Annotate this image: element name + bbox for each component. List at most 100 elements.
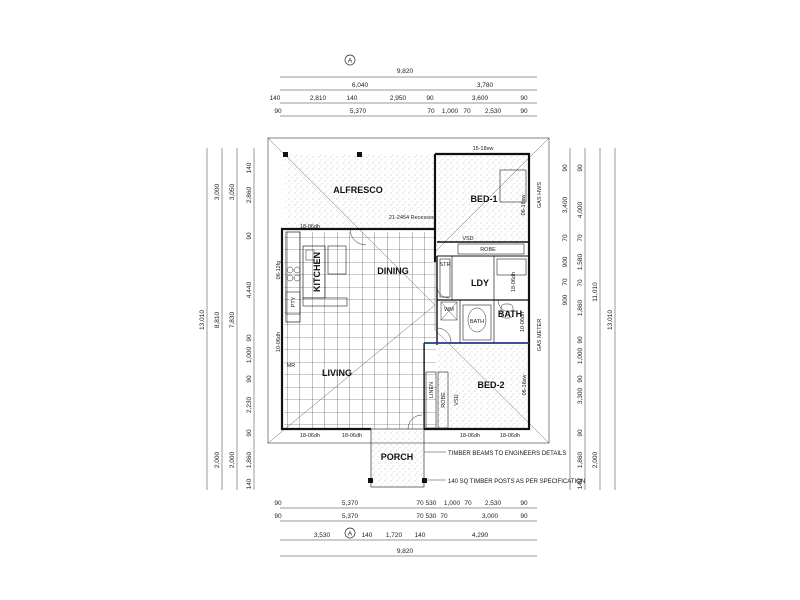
window-bath: 10-06dh [520,312,526,332]
notes: TIMBER BEAMS TO ENGINEERS DETAILS 140 SQ… [424,451,585,485]
svg-text:3,780: 3,780 [477,82,494,89]
bed2-floor [437,343,529,429]
window-kitchen-side: 06-12fg [276,261,282,280]
room-label-alfresco: ALFRESCO [333,185,383,195]
window-kitchen-top: 18-06dh [300,224,320,230]
window-living-side: 10-06dh [276,332,282,352]
svg-text:70: 70 [577,234,584,242]
svg-text:8,810: 8,810 [214,311,221,328]
porch-structure [283,152,427,488]
svg-text:3,300: 3,300 [577,387,584,404]
label-gas-hws: GAS HWS [537,182,543,208]
svg-text:3,000: 3,000 [482,513,499,520]
note-timber-posts: 140 SQ TIMBER POSTS AS PER SPECIFICATION [448,479,585,485]
room-label-bed1: BED-1 [470,194,497,204]
svg-text:90: 90 [520,513,528,520]
label-linen: LINEN [429,382,435,398]
svg-text:2,000: 2,000 [229,451,236,468]
svg-text:140: 140 [415,532,426,539]
svg-text:90: 90 [274,108,282,115]
svg-text:70: 70 [562,278,569,286]
svg-text:6,040: 6,040 [352,82,369,89]
left-dimensions: 13,010 3,000 8,810 2,000 3,050 7,830 2,0… [199,148,255,490]
window-bed1-side: 06-18sw [521,195,527,216]
window-bed2-bottom: 18-06dh [460,433,480,439]
svg-text:3,050: 3,050 [229,183,236,200]
svg-text:2,810: 2,810 [310,95,327,102]
svg-text:1,580: 1,580 [577,253,584,270]
svg-text:7,830: 7,830 [229,311,236,328]
window-ldy: 18-06dh [511,272,517,292]
label-wm: WM [444,307,454,313]
svg-text:90: 90 [577,429,584,437]
svg-text:70: 70 [562,234,569,242]
timber-post-right [422,478,427,483]
label-tub: BATH [470,319,484,325]
svg-text:140: 140 [362,532,373,539]
svg-text:140: 140 [347,95,358,102]
svg-text:2,530: 2,530 [485,500,502,507]
svg-text:70: 70 [416,513,424,520]
room-label-porch: PORCH [381,452,414,462]
bottom-dimensions: 90 5,370 70 530 1,000 70 2,530 90 90 5,3… [274,500,537,557]
svg-text:4,440: 4,440 [246,281,253,298]
svg-text:90: 90 [274,513,282,520]
svg-text:5,370: 5,370 [350,108,367,115]
svg-text:70: 70 [427,108,435,115]
label-vsd-top: VSD [462,236,473,242]
svg-text:70: 70 [577,279,584,287]
door-swings [349,228,511,430]
tiled-floor [284,232,436,429]
svg-text:11,010: 11,010 [592,282,599,302]
svg-text:140: 140 [577,478,584,489]
svg-text:90: 90 [577,375,584,383]
porch-floor [371,431,424,487]
label-robe-bed2: ROBE [441,392,447,408]
svg-text:3,530: 3,530 [314,532,331,539]
svg-text:70: 70 [464,500,472,507]
right-dimensions: 90 3,400 70 900 70 900 90 4,000 70 1,580… [562,148,616,490]
grid-marker-bottom: A [344,527,356,539]
room-label-bed2: BED-2 [477,380,504,390]
label-pty: PTY [291,296,297,307]
svg-text:70: 70 [463,108,471,115]
timber-post-left [368,478,373,483]
svg-text:4,290: 4,290 [472,532,489,539]
alfresco-floor [285,154,435,229]
svg-text:90: 90 [520,95,528,102]
svg-text:1,860: 1,860 [577,451,584,468]
room-label-bath: BATH [498,309,522,319]
window-bed1-top: 15-18sw [473,146,494,152]
svg-text:1,860: 1,860 [577,299,584,316]
svg-text:90: 90 [246,429,253,437]
svg-text:1,000: 1,000 [442,108,459,115]
room-label-kitchen: KITCHEN [312,252,322,292]
window-slider: 21-2454 Recessed [389,215,435,221]
label-str: STR [440,262,451,268]
svg-text:70: 70 [416,500,424,507]
svg-text:2,230: 2,230 [246,396,253,413]
room-label-dining: DINING [377,266,409,276]
svg-text:90: 90 [577,164,584,172]
svg-text:90: 90 [274,500,282,507]
svg-text:1,000: 1,000 [444,500,461,507]
dim-bottom-overall: 9,820 [397,548,414,555]
note-timber-beams: TIMBER BEAMS TO ENGINEERS DETAILS [448,451,566,457]
grid-marker-top: A [344,54,356,66]
svg-text:90: 90 [577,336,584,344]
svg-text:70: 70 [440,513,448,520]
walls [280,152,531,431]
svg-text:2,860: 2,860 [246,186,253,203]
dim-top-overall: 9,820 [397,68,414,75]
svg-text:140: 140 [270,95,281,102]
timber-post-alfresco [283,152,288,157]
svg-text:90: 90 [246,334,253,342]
svg-text:530: 530 [426,500,437,507]
svg-text:A: A [348,58,353,65]
svg-text:3,000: 3,000 [214,183,221,200]
svg-text:1,000: 1,000 [246,346,253,363]
svg-text:90: 90 [520,500,528,507]
svg-text:5,370: 5,370 [342,513,359,520]
svg-text:90: 90 [246,232,253,240]
